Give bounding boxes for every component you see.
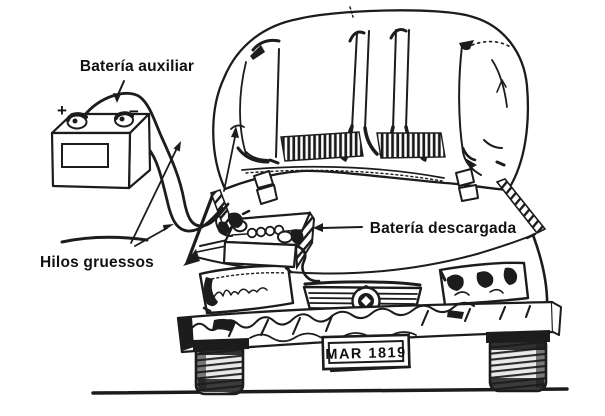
front-bumper bbox=[176, 300, 562, 354]
hood-left-panel bbox=[236, 38, 281, 165]
annotation-dead-battery: Batería descargada bbox=[313, 220, 516, 237]
left-wheel-arch-shadow bbox=[193, 338, 249, 351]
annotation-thick-wires: Hilos gruessos bbox=[40, 141, 181, 271]
clamp-cable-1 bbox=[227, 212, 243, 228]
hood-right-panel bbox=[458, 40, 513, 176]
auxiliary-battery: + − bbox=[50, 101, 152, 190]
right-wheel bbox=[488, 334, 548, 393]
open-hood bbox=[212, 6, 530, 192]
minus-sign: − bbox=[129, 102, 139, 121]
hood-vent-left bbox=[280, 131, 364, 162]
right-wheel-arch-shadow bbox=[486, 330, 550, 343]
hood-latch-left bbox=[253, 170, 278, 205]
right-headlight bbox=[438, 261, 530, 307]
ground-line bbox=[91, 387, 569, 395]
hood-prop-rod-right bbox=[495, 178, 547, 235]
license-plate-number: MAR 1819 bbox=[325, 345, 407, 363]
battery-label-recess bbox=[61, 143, 109, 168]
thick-wires-label: Hilos gruessos bbox=[40, 254, 154, 271]
dipstick-rod bbox=[223, 124, 245, 192]
annotation-aux-battery: Batería auxiliar bbox=[80, 58, 194, 103]
aux-battery-label: Batería auxiliar bbox=[80, 58, 194, 75]
dead-battery-label: Batería descargada bbox=[370, 220, 517, 237]
license-plate: MAR 1819 bbox=[321, 333, 411, 371]
hood-vent-right bbox=[376, 132, 446, 159]
left-headlight bbox=[198, 264, 295, 315]
clamp-positive bbox=[290, 229, 304, 244]
left-wheel bbox=[194, 339, 245, 396]
plus-sign: + bbox=[57, 101, 67, 120]
hood-latch-right bbox=[455, 168, 479, 202]
ground-strap-wire bbox=[297, 245, 321, 283]
discharged-battery bbox=[222, 210, 321, 283]
